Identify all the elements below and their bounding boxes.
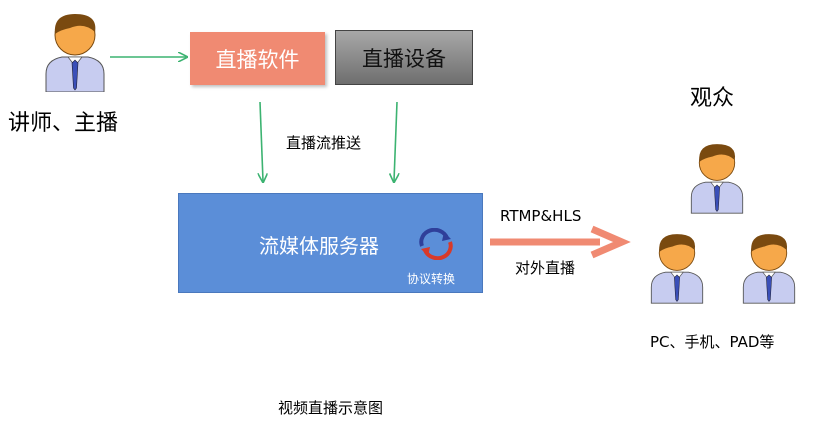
audience-devices-label: PC、手机、PAD等 (650, 333, 775, 351)
arrow-server-to-audience (490, 225, 631, 259)
media-server-box: 流媒体服务器 协议转换 (178, 193, 483, 293)
audience-person-left-icon (650, 234, 704, 304)
push-stream-label: 直播流推送 (286, 134, 362, 152)
media-server-title: 流媒体服务器 (259, 234, 379, 258)
protocol-convert-icon (419, 228, 453, 260)
audience-person-top-icon (690, 144, 744, 214)
diagram-caption: 视频直播示意图 (278, 399, 384, 417)
presenter-icon (45, 14, 105, 92)
arrow-device-to-server (394, 101, 397, 181)
audience-label: 观众 (690, 86, 735, 111)
audience-person-right-icon (742, 234, 796, 304)
external-live-label: 对外直播 (515, 259, 576, 277)
protocol-convert-label: 协议转换 (407, 272, 456, 286)
protocols-label: RTMP&HLS (500, 207, 582, 225)
live-device-box: 直播设备 (335, 30, 473, 85)
live-software-box: 直播软件 (190, 32, 325, 85)
arrow-software-to-server (260, 101, 263, 181)
presenter-label: 讲师、主播 (8, 111, 119, 136)
